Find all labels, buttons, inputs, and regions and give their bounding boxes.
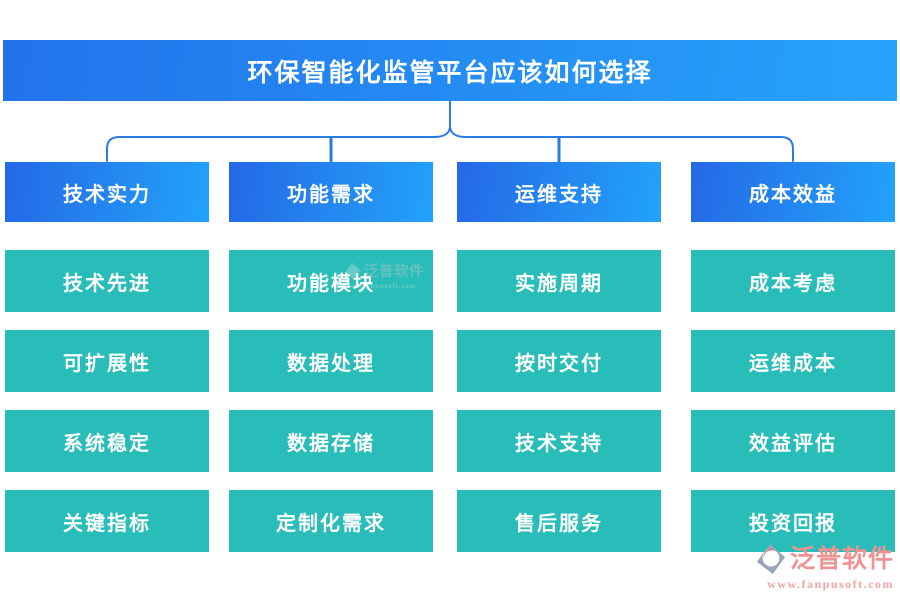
- branch-header-cost-benefit: 成本效益: [691, 162, 895, 222]
- node-label: 数据存储: [287, 432, 375, 455]
- node-box: 成本考虑: [691, 250, 895, 312]
- node-label: 数据处理: [287, 352, 375, 375]
- branch-header-function-needs: 功能需求: [229, 162, 433, 222]
- node-box: 实施周期: [457, 250, 661, 312]
- node-box: 系统稳定: [5, 410, 209, 472]
- node-label: 技术先进: [63, 272, 151, 295]
- node-box: 投资回报: [691, 490, 895, 552]
- node-box: 数据存储: [229, 410, 433, 472]
- branch-header-label: 技术实力: [63, 183, 151, 206]
- node-box: 按时交付: [457, 330, 661, 392]
- node-label: 关键指标: [63, 512, 151, 535]
- node-label: 运维成本: [749, 352, 837, 375]
- branch-header-label: 成本效益: [749, 183, 837, 206]
- diagram-title: 环保智能化监管平台应该如何选择: [247, 59, 653, 87]
- node-label: 按时交付: [515, 352, 603, 375]
- branch-header-ops-support: 运维支持: [457, 162, 661, 222]
- node-box: 效益评估: [691, 410, 895, 472]
- brand-footer: 泛普软件 www.fanpusoft.com: [754, 543, 894, 592]
- node-box: 定制化需求: [229, 490, 433, 552]
- node-box: 关键指标: [5, 490, 209, 552]
- branch-header-label: 功能需求: [287, 183, 375, 206]
- brand-url: www.fanpusoft.com: [767, 577, 894, 591]
- node-label: 技术支持: [515, 432, 603, 455]
- node-box: 可扩展性: [5, 330, 209, 392]
- node-label: 系统稳定: [63, 432, 151, 455]
- node-box: 技术先进: [5, 250, 209, 312]
- node-box: 售后服务: [457, 490, 661, 552]
- diagram-title-banner: 环保智能化监管平台应该如何选择: [3, 40, 897, 101]
- node-box: 技术支持: [457, 410, 661, 472]
- node-label: 成本考虑: [749, 272, 837, 295]
- node-label: 效益评估: [749, 432, 837, 455]
- node-label: 售后服务: [515, 512, 603, 535]
- node-box: 运维成本: [691, 330, 895, 392]
- brand-name: 泛普软件: [789, 545, 894, 573]
- fanpu-logo-icon: [756, 543, 786, 575]
- branch-header-label: 运维支持: [515, 183, 603, 206]
- connector-stem-left-branch: [106, 100, 451, 162]
- node-label: 实施周期: [515, 272, 603, 295]
- connector-right-branch: [449, 125, 794, 162]
- node-label: 投资回报: [749, 512, 837, 535]
- node-label: 功能模块: [287, 272, 375, 295]
- node-box: 功能模块: [229, 250, 433, 312]
- branch-header-tech-strength: 技术实力: [5, 162, 209, 222]
- node-label: 可扩展性: [63, 352, 151, 375]
- node-box: 数据处理: [229, 330, 433, 392]
- node-label: 定制化需求: [276, 512, 386, 535]
